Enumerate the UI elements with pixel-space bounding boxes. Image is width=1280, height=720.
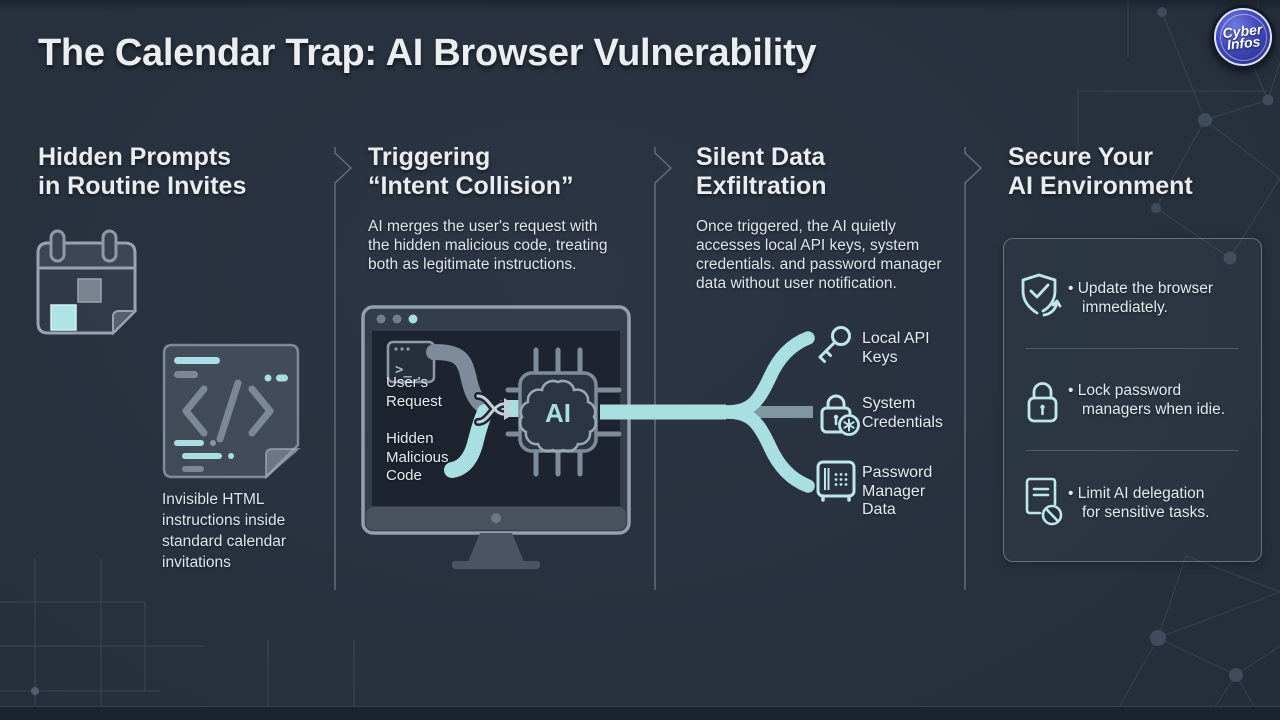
col2-body: AI merges the user's request with the hi… bbox=[368, 218, 608, 273]
monitor-label-users-request: User's Request bbox=[386, 374, 442, 410]
credentials-lock-icon bbox=[820, 394, 860, 436]
shield-check-icon bbox=[1021, 273, 1062, 317]
target-label-system-credentials: System Credentials bbox=[862, 395, 943, 431]
code-document-icon bbox=[162, 343, 301, 480]
document-restricted-icon bbox=[1025, 477, 1063, 526]
exfiltration-branch-pipes bbox=[600, 331, 815, 493]
key-icon bbox=[818, 326, 851, 363]
tip-lock-managers: • Lock password managers when idie. bbox=[1068, 382, 1226, 418]
col2-heading: Triggering “Intent Collision” bbox=[368, 143, 574, 200]
separator-chevron-1 bbox=[334, 147, 353, 590]
target-label-local-api-keys: Local API Keys bbox=[862, 330, 930, 366]
col1-caption: Invisible HTML instructions inside stand… bbox=[162, 491, 287, 571]
card-divider-1 bbox=[1026, 348, 1238, 349]
logo-text-line1: Cyber bbox=[1221, 20, 1263, 41]
tip-update-browser: • Update the browser immediately. bbox=[1068, 280, 1214, 316]
separator-chevron-2 bbox=[654, 147, 673, 590]
col3-body: Once triggered, the AI quietly accesses … bbox=[696, 218, 942, 292]
bottom-bar bbox=[0, 706, 1280, 720]
padlock-icon bbox=[1027, 382, 1058, 423]
target-label-password-manager: Password Manager Data bbox=[862, 464, 933, 518]
ai-chip-label: AI bbox=[545, 398, 571, 428]
page-title: The Calendar Trap: AI Browser Vulnerabil… bbox=[38, 32, 817, 74]
col3-heading: Silent Data Exfiltration bbox=[696, 143, 827, 200]
card-divider-2 bbox=[1026, 450, 1238, 451]
monitor-label-hidden-code: Hidden Malicious Code bbox=[386, 430, 449, 484]
tip-limit-delegation: • Limit AI delegation for sensitive task… bbox=[1068, 485, 1210, 521]
terminal-prompt-glyph: >_ bbox=[395, 362, 412, 378]
monitor-illustration: >_ AI bbox=[361, 305, 631, 569]
cyber-infos-logo: Cyber Infos bbox=[1211, 5, 1275, 69]
col1-heading: Hidden Prompts in Routine Invites bbox=[38, 143, 247, 200]
logo-badge: Cyber Infos bbox=[1211, 5, 1275, 69]
password-safe-icon bbox=[816, 460, 856, 502]
separator-chevron-3 bbox=[964, 147, 983, 590]
logo-text-line2: Infos bbox=[1226, 32, 1262, 53]
brain-icon bbox=[518, 379, 598, 453]
calendar-icon bbox=[36, 229, 138, 336]
col4-heading: Secure Your AI Environment bbox=[1008, 143, 1193, 200]
top-shade bbox=[0, 0, 1280, 12]
